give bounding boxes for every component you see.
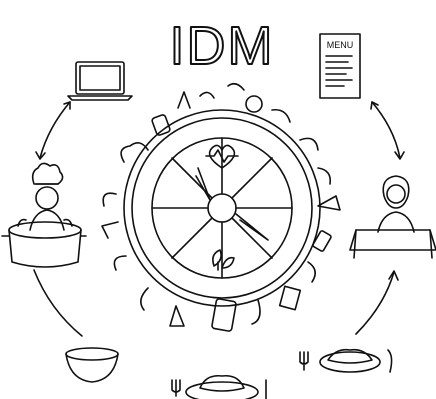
food-ring xyxy=(101,82,341,332)
leaves-icon xyxy=(212,249,235,271)
arrow-menu-diner xyxy=(370,101,405,160)
bowl-icon xyxy=(65,347,119,383)
menu-card-icon: MENU xyxy=(319,33,361,99)
plate-with-food-icon xyxy=(171,374,267,399)
wheel-icon xyxy=(123,109,321,307)
diner-at-table-icon xyxy=(349,175,436,259)
cycle-arrows xyxy=(33,101,405,337)
diagram-title: IDM xyxy=(170,16,275,76)
arrow-diner-place xyxy=(355,270,399,335)
chef-cooking-icon xyxy=(1,162,87,268)
heart-rate-icon xyxy=(205,144,239,169)
laptop-icon xyxy=(67,61,133,101)
menu-label: MENU xyxy=(327,40,354,50)
place-setting-icon xyxy=(299,348,393,373)
arrow-chef-bowl xyxy=(33,269,83,337)
arrow-laptop-chef xyxy=(35,101,71,160)
